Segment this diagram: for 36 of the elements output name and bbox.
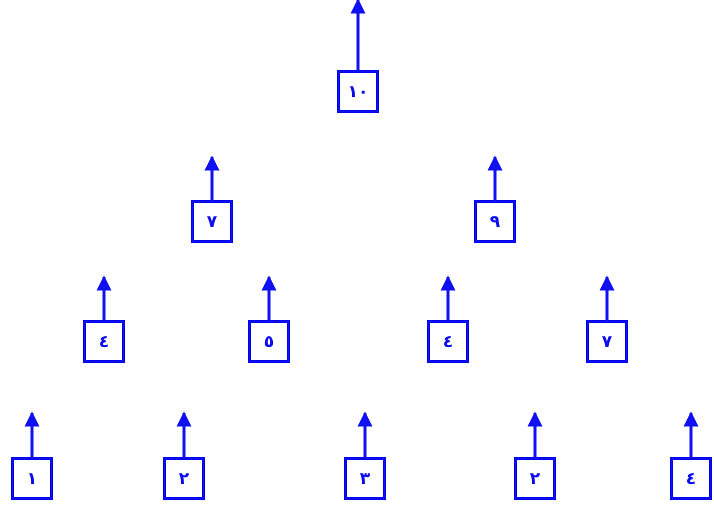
number-box (11, 457, 53, 500)
arrow (204, 156, 220, 200)
arrow (24, 412, 40, 457)
number-label: ٤ (442, 332, 454, 352)
number-label: ١ (26, 468, 38, 488)
number-label: ٢ (178, 468, 190, 488)
number-box (474, 200, 516, 243)
number-box (191, 200, 233, 243)
arrow (600, 276, 614, 320)
number-box (163, 457, 205, 500)
number-box (337, 70, 379, 113)
number-label: ٤ (686, 468, 696, 488)
number-label: ٥ (264, 332, 274, 352)
number-label: ١٠ (348, 82, 368, 102)
arrow (176, 412, 192, 457)
number-box (248, 320, 290, 363)
arrow (96, 276, 112, 320)
number-box (427, 320, 469, 363)
arrow (488, 156, 502, 200)
number-box (586, 320, 628, 363)
arrow (350, 0, 366, 70)
number-box (514, 457, 556, 500)
arrow (440, 276, 456, 320)
arrow (684, 412, 698, 457)
number-label: ٩ (490, 212, 500, 232)
arrow (358, 412, 372, 457)
number-label: ٣ (360, 468, 370, 488)
number-label: ٧ (602, 332, 612, 352)
number-label: ٤ (98, 332, 110, 352)
number-box (670, 457, 712, 500)
number-box (344, 457, 386, 500)
number-box (83, 320, 125, 363)
arrow (262, 276, 276, 320)
number-label: ٧ (206, 212, 218, 232)
number-label: ٢ (530, 468, 540, 488)
arrow (528, 412, 542, 457)
